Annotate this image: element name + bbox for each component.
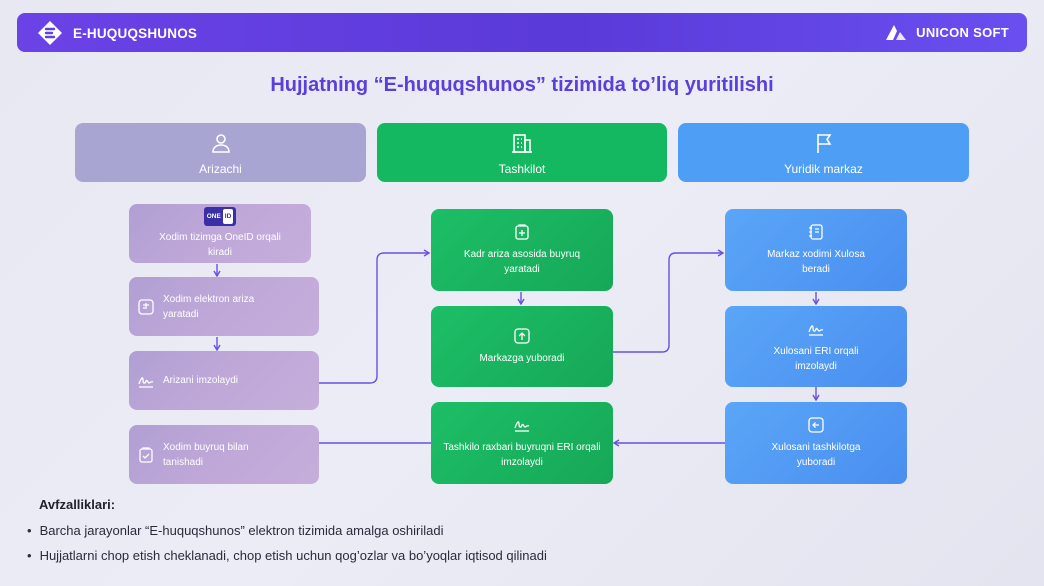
signature-icon: [138, 376, 154, 388]
oneid-badge-id: ID: [222, 209, 234, 224]
step-sign-conclusion: Xulosani ERI orqali imzolaydi: [725, 306, 907, 387]
step-employee-acknowledges: Xodim buyruq bilan tanishadi: [129, 425, 319, 484]
step-label: Tashkilo raxbari buyruqni ERI orqali imz…: [443, 442, 601, 468]
send-back-icon: [808, 417, 824, 433]
arrow-sign-to-hr: [311, 249, 431, 384]
step-label: Xodim elektron ariza yaratadi: [163, 293, 255, 320]
brand-name: E-HUQUQSHUNOS: [73, 25, 198, 41]
document-icon: [138, 298, 154, 315]
step-label: Xulosani ERI orqali imzolaydi: [773, 345, 859, 372]
step-center-gives-conclusion: Markaz xodimi Xulosa beradi: [725, 209, 907, 291]
step-hr-creates-order: Kadr ariza asosida buyruq yaratadi: [431, 209, 613, 291]
column-header-tashkilot: Tashkilot: [377, 123, 667, 182]
step-forward-conclusion: Xulosani tashkilotga yuboradi: [725, 402, 907, 484]
step-label: Xodim buyruq bilan tanishadi: [163, 441, 249, 468]
building-icon: [512, 134, 532, 153]
signature-icon: [514, 421, 530, 432]
brand[interactable]: E-HUQUQSHUNOS: [37, 20, 197, 46]
step-send-to-center: Markazga yuboradi: [431, 306, 613, 387]
column-header-arizachi: Arizachi: [75, 123, 366, 182]
user-icon: [211, 134, 230, 153]
oneid-badge-one: ONE: [206, 213, 221, 220]
column-label: Arizachi: [199, 162, 242, 176]
page-title: Hujjatning “E-huquqshunos” tizimida to’l…: [270, 74, 774, 96]
signature-icon: [808, 324, 824, 336]
company: UNICON SOFT: [884, 22, 1009, 42]
column-label: Tashkilot: [498, 162, 546, 176]
company-name: UNICON SOFT: [916, 24, 1009, 40]
step-sign-application: Arizani imzolaydi: [129, 351, 319, 410]
step-director-signs-order: Tashkilo raxbari buyruqni ERI orqali imz…: [431, 402, 613, 484]
upload-icon: [514, 328, 530, 344]
step-label: Markaz xodimi Xulosa beradi: [767, 249, 865, 275]
column-label: Yuridik markaz: [784, 162, 863, 176]
top-bar: E-HUQUQSHUNOS UNICON SOFT: [17, 13, 1027, 52]
arrow-send-to-center: [612, 249, 725, 353]
clipboard-plus-icon: [515, 224, 529, 240]
e-huquqshunos-logo-icon: [38, 21, 62, 45]
flag-icon: [816, 134, 831, 153]
oneid-badge: ONE ID: [203, 207, 237, 226]
advantage-item: Barcha jarayonlar “E-huquqshunos” elektr…: [27, 523, 444, 538]
step-label: Xodim tizimga OneID orqali kiradi: [159, 232, 281, 258]
step-oneid-login: ONE ID Xodim tizimga OneID orqali kiradi: [129, 204, 311, 263]
advantages-title: Avfzalliklari:: [39, 497, 116, 512]
step-label: Xulosani tashkilotga yuboradi: [771, 442, 861, 468]
unicon-logo-icon: [886, 25, 907, 40]
column-header-yuridik-markaz: Yuridik markaz: [678, 123, 969, 182]
step-label: Arizani imzolaydi: [163, 375, 239, 386]
notebook-icon: [809, 224, 823, 240]
step-label: Markazga yuboradi: [479, 353, 565, 364]
step-label: Kadr ariza asosida buyruq yaratadi: [463, 249, 581, 275]
step-create-application: Xodim elektron ariza yaratadi: [129, 277, 319, 336]
advantage-item: Hujjatlarni chop etish cheklanadi, chop …: [27, 548, 547, 563]
clipboard-check-icon: [139, 446, 153, 463]
